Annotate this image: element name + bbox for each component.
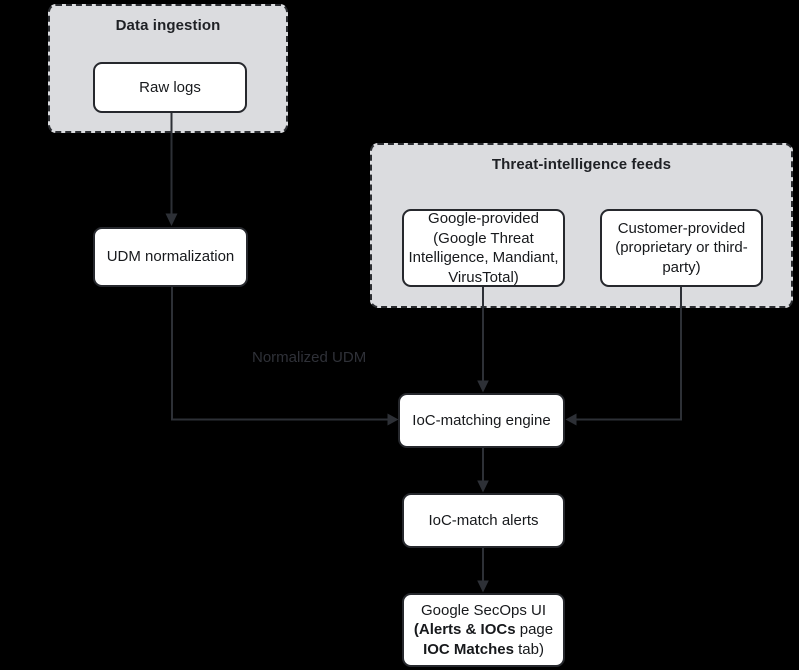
node-google-provided-feeds-label: Google-provided (Google Threat Intellige…: [408, 210, 559, 286]
node-ioc-matching-engine-label: IoC-matching engine: [412, 411, 551, 429]
edge-label-normalized-udm: Normalized UDM: [252, 349, 367, 366]
node-customer-provided-feeds: Customer-provided (proprietary or third-…: [600, 209, 763, 287]
node-ioc-match-alerts-label: IoC-match alerts: [428, 511, 539, 529]
edge-alerts-to-secops: [477, 548, 489, 593]
threat-intelligence-feeds-title: Threat-intelligence feeds: [491, 156, 672, 173]
node-ioc-match-alerts: IoC-match alerts: [402, 493, 565, 548]
data-ingestion-title: Data ingestion: [115, 17, 221, 34]
node-customer-provided-feeds-label: Customer-provided (proprietary or third-…: [615, 219, 748, 276]
node-udm-normalization-label: UDM normalization: [106, 248, 235, 266]
node-google-provided-feeds: Google-provided (Google Threat Intellige…: [402, 209, 565, 287]
secops-ui-line3: IOC Matches tab): [423, 640, 544, 658]
node-raw-logs-label: Raw logs: [139, 78, 201, 96]
secops-ui-line1: Google SecOps UI: [420, 601, 547, 619]
node-google-secops-ui: Google SecOps UI (Alerts & IOCs page IOC…: [402, 593, 565, 667]
edge-engine-to-alerts: [477, 448, 489, 493]
node-raw-logs: Raw logs: [93, 62, 247, 113]
secops-ui-line2: (Alerts & IOCs page: [413, 621, 554, 639]
node-google-secops-ui-label: Google SecOps UI (Alerts & IOCs page IOC…: [414, 601, 553, 660]
node-ioc-matching-engine: IoC-matching engine: [398, 393, 565, 448]
node-udm-normalization: UDM normalization: [93, 227, 248, 287]
